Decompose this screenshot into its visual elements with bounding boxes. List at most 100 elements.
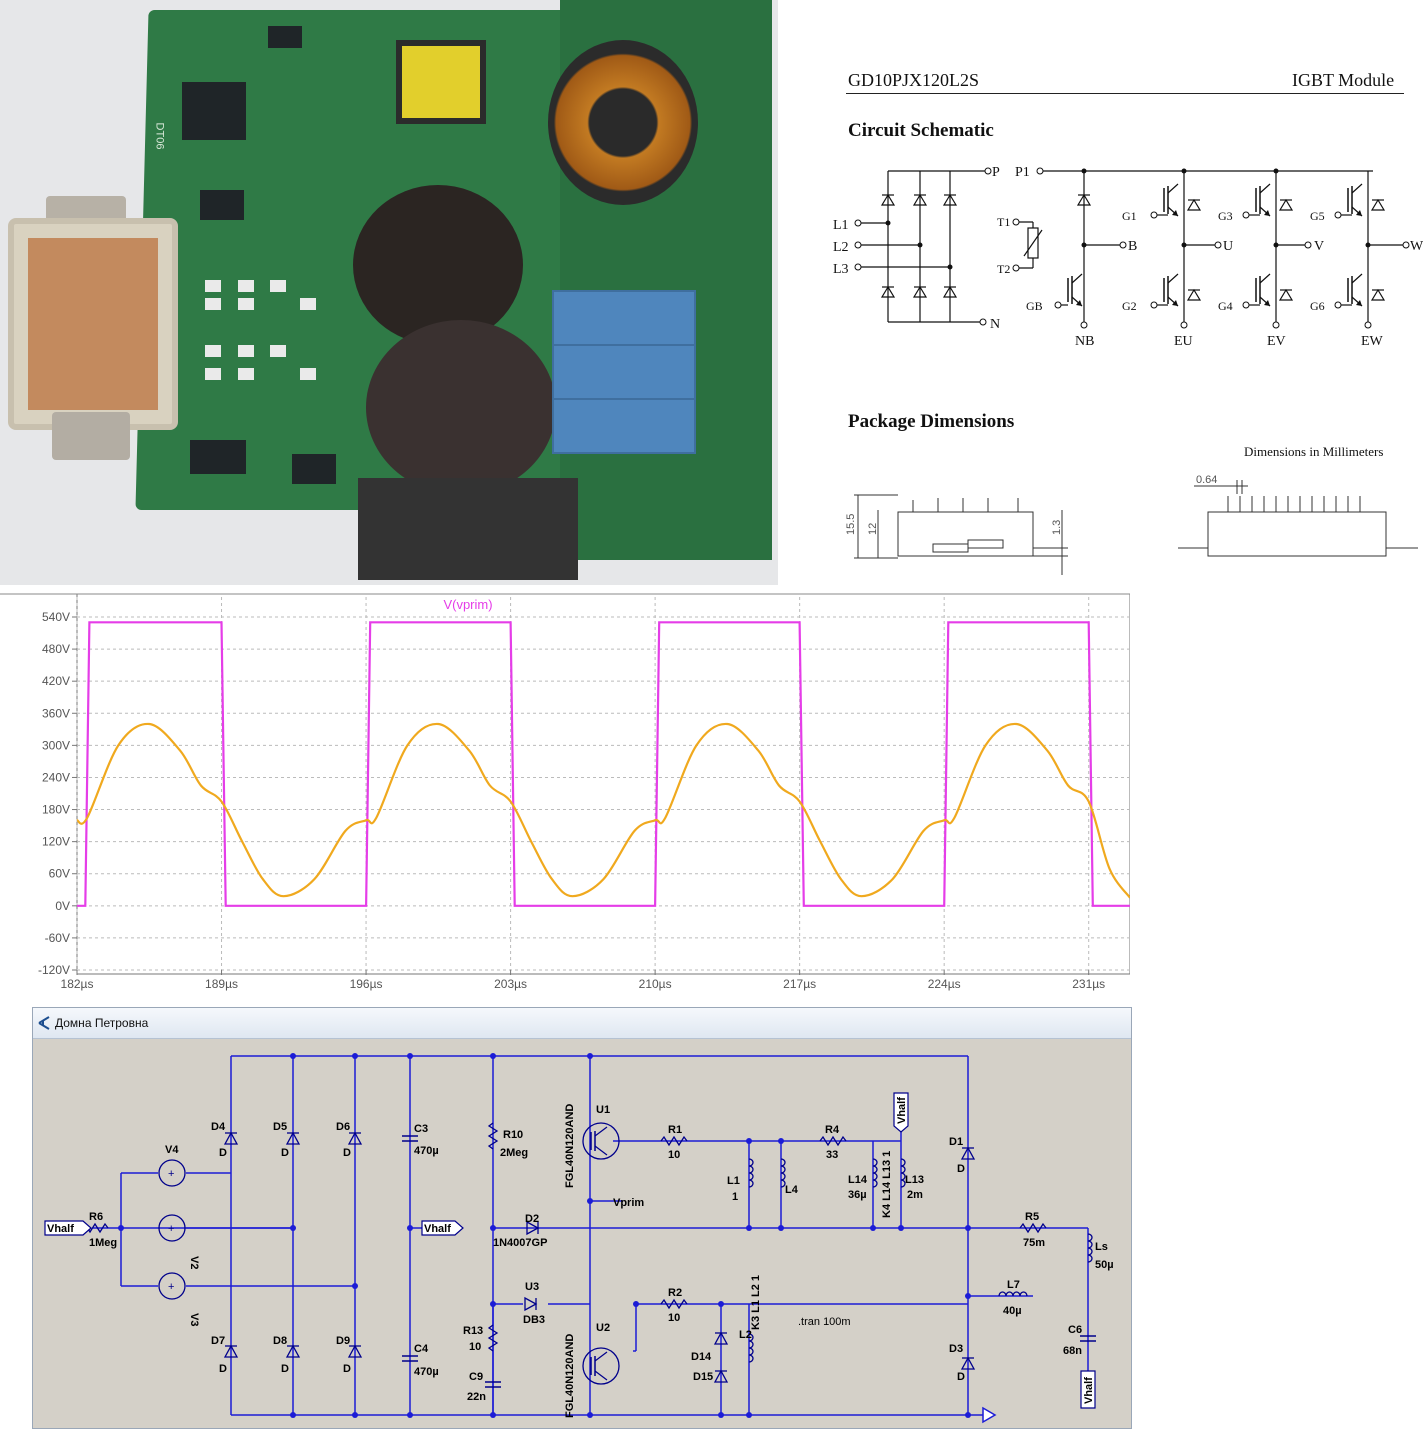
value-R2: 10 <box>668 1312 680 1324</box>
x-tick-label: 203µs <box>494 977 527 991</box>
schematic-canvas[interactable]: + <box>33 1038 1131 1428</box>
relay-housing <box>358 478 578 580</box>
header-rule <box>846 93 1404 94</box>
label-L1: L1 <box>727 1175 740 1187</box>
x-tick-label: 196µs <box>350 977 383 991</box>
value-C6: 68n <box>1063 1345 1082 1357</box>
model-D6: D <box>343 1147 351 1159</box>
y-tick-label: -60V <box>45 931 70 945</box>
circuit-schematic-heading: Circuit Schematic <box>848 120 994 141</box>
model-U2: FGL40N120AND <box>564 1334 576 1418</box>
coupling-K3: K3 L1 L2 1 <box>750 1275 762 1330</box>
pin-L3: L3 <box>833 262 849 277</box>
label-C9: C9 <box>469 1371 483 1383</box>
net-labels <box>44 1092 1096 1424</box>
plot-area <box>76 593 1131 975</box>
label-U1: U1 <box>596 1104 610 1116</box>
pin-G1: G1 <box>1122 209 1137 223</box>
part-number: GD10PJX120L2S <box>848 70 980 90</box>
film-capacitor <box>552 290 696 346</box>
value-L7: 40µ <box>1003 1305 1022 1317</box>
pin-NB: NB <box>1075 334 1094 349</box>
label-L14: L14 <box>848 1174 868 1186</box>
model-U1: FGL40N120AND <box>564 1104 576 1188</box>
label-V4: V4 <box>165 1144 179 1156</box>
net-vhalf-c6: Vhalf <box>1083 1377 1095 1404</box>
ic-chip <box>200 190 244 220</box>
label-R4: R4 <box>825 1124 840 1136</box>
chart-title[interactable]: V(vprim) <box>443 597 492 612</box>
ic-chip <box>268 26 302 48</box>
pin-G6: G6 <box>1310 299 1325 313</box>
label-R13: R13 <box>463 1325 483 1337</box>
window-titlebar[interactable]: Домна Петровна <box>33 1008 1131 1039</box>
x-tick-label: 182µs <box>61 977 94 991</box>
label-R5: R5 <box>1025 1211 1039 1223</box>
value-U3: DB3 <box>523 1314 545 1326</box>
value-L13: 2m <box>907 1189 923 1201</box>
pin-L1: L1 <box>833 218 849 233</box>
package-side-view <box>854 494 1068 575</box>
label-L7: L7 <box>1007 1279 1020 1291</box>
value-D2: 1N4007GP <box>493 1237 547 1249</box>
x-tick-label: 224µs <box>928 977 961 991</box>
label-C4: C4 <box>414 1343 429 1355</box>
label-Ls: Ls <box>1095 1241 1108 1253</box>
value-C4: 470µ <box>414 1366 439 1378</box>
model-D5: D <box>281 1147 289 1159</box>
pin-T1: T1 <box>997 215 1010 229</box>
x-tick-label: 231µs <box>1072 977 1105 991</box>
value-R5: 75m <box>1023 1237 1045 1249</box>
label-D6: D6 <box>336 1121 350 1133</box>
x-tick-label: 217µs <box>783 977 816 991</box>
pin-G4: G4 <box>1218 299 1233 313</box>
y-tick-label: 0V <box>55 899 70 913</box>
label-D2: D2 <box>525 1213 539 1225</box>
dim-1-3: 1.3 <box>1051 520 1063 535</box>
ltspice-schematic-window[interactable]: Домна Петровна + <box>32 1007 1132 1429</box>
pin-G2: G2 <box>1122 299 1137 313</box>
value-L14: 36µ <box>848 1189 867 1201</box>
coupling-K4: K4 L14 L13 1 <box>881 1151 893 1218</box>
package-dimensions-heading: Package Dimensions <box>848 411 1015 432</box>
mcu-chip <box>182 82 246 140</box>
dimensions-note: Dimensions in Millimeters <box>1244 444 1384 459</box>
pin-T2: T2 <box>997 262 1010 276</box>
dim-12: 12 <box>867 523 879 535</box>
value-Ls: 50µ <box>1095 1259 1114 1271</box>
igbt-module-photo <box>8 218 178 430</box>
model-D8: D <box>281 1363 289 1375</box>
pin-EV: EV <box>1267 334 1286 349</box>
ltspice-app-icon <box>38 1016 50 1030</box>
pin-B: B <box>1128 239 1137 254</box>
pin-V: V <box>1314 239 1324 254</box>
value-R10: 2Meg <box>500 1147 528 1159</box>
label-D4: D4 <box>211 1121 226 1133</box>
y-tick-label: 360V <box>42 706 70 720</box>
value-C3: 470µ <box>414 1145 439 1157</box>
label-U3: U3 <box>525 1281 539 1293</box>
model-D9: D <box>343 1363 351 1375</box>
module-type: IGBT Module <box>1292 70 1395 90</box>
label-L13: L13 <box>905 1174 924 1186</box>
model-D4: D <box>219 1147 227 1159</box>
package-end-view <box>1178 480 1418 557</box>
net-vhalf-l13: Vhalf <box>896 1097 908 1124</box>
y-tick-label: -120V <box>38 963 70 977</box>
label-L4: L4 <box>785 1184 799 1196</box>
value-R4: 33 <box>826 1149 838 1161</box>
value-L1: 1 <box>732 1191 738 1203</box>
pin-GB: GB <box>1026 299 1043 313</box>
pin-P: P <box>992 165 1000 180</box>
pin-EU: EU <box>1174 334 1193 349</box>
transformer <box>396 40 486 124</box>
pin-G3: G3 <box>1218 209 1233 223</box>
series-line-secondary <box>75 722 1131 899</box>
y-tick-label: 300V <box>42 738 70 752</box>
y-tick-label: 480V <box>42 642 70 656</box>
window-title: Домна Петровна <box>55 1016 149 1030</box>
value-R6: 1Meg <box>89 1237 117 1249</box>
y-tick-label: 420V <box>42 674 70 688</box>
sim-directive: .tran 100m <box>798 1316 851 1328</box>
